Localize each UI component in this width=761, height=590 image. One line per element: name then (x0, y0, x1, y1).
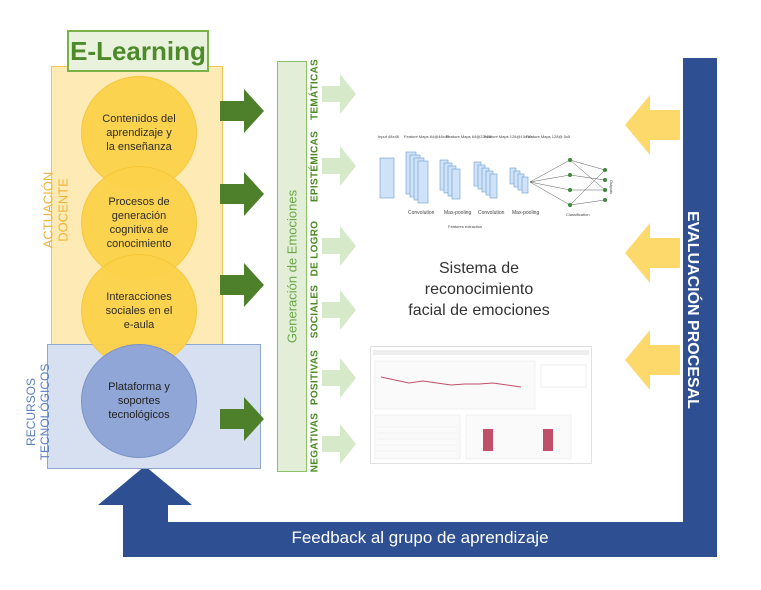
nn-top-label-2: Feature Maps 64@22x22 (446, 134, 492, 139)
green-arrow-3 (220, 263, 264, 307)
nn-bottom-label-2: Convolution (478, 210, 505, 216)
circle-contenidos: Contenidos del aprendizaje y la enseñanz… (81, 76, 197, 190)
dashboard-graphics (373, 350, 589, 460)
generacion-emociones-label: Generación de Emociones (284, 189, 300, 344)
green-arrow-2 (220, 172, 264, 216)
cnn-diagram: Input 48x48 Feature Maps 64@48x48 Featur… (378, 134, 614, 229)
emotion-arrows (322, 74, 356, 464)
light-arrow-4 (322, 290, 356, 330)
emotion-tematicas: TEMÁTICAS (309, 58, 321, 121)
feedback-label: Feedback al grupo de aprendizaje (291, 528, 549, 547)
evaluation-arrow-2 (625, 223, 680, 283)
dashboard-thumbnail (370, 346, 592, 464)
evaluacion-procesal-label: EVALUACIÓN PROCESAL (684, 211, 701, 409)
nn-outputs: Outputs (609, 180, 614, 194)
green-arrow-4 (220, 397, 264, 441)
nn-extraction: Features extraction (448, 224, 482, 229)
actuacion-docente-label: ACTUACIÓN DOCENTE (40, 171, 71, 249)
nn-top-label-0: Input 48x48 (378, 134, 400, 139)
green-arrow-1 (220, 89, 264, 133)
emotion-de-logro: DE LOGRO (309, 220, 321, 277)
nn-bottom-label-0: Convolution (408, 210, 435, 216)
sistema-reconocimiento-label: Sistema de reconocimiento facial de emoc… (408, 260, 550, 319)
nn-top-label-1: Feature Maps 64@48x48 (404, 134, 450, 139)
emotion-sociales: SOCIALES (309, 284, 321, 339)
nn-top-label-3: Feature Maps 128@10x10 (484, 134, 532, 139)
light-arrow-6 (322, 424, 356, 464)
light-arrow-3 (322, 226, 356, 266)
input-arrows (220, 89, 264, 441)
emotion-positivas: POSITIVAS (309, 349, 321, 406)
nn-classification: Classification (566, 212, 590, 217)
emotion-epistemicas: EPISTÉMICAS (309, 130, 321, 203)
evaluation-arrow-3 (625, 330, 680, 390)
cnn-architecture-figure: Input 48x48 Feature Maps 64@48x48 Featur… (370, 130, 620, 235)
light-arrow-2 (322, 146, 356, 186)
evaluation-arrow-1 (625, 95, 680, 155)
e-learning-title: E-Learning (67, 30, 209, 72)
nn-bottom-label-3: Max-pooling (512, 210, 539, 216)
emotion-negativas: NEGATIVAS (309, 412, 321, 473)
recursos-tecnologicos-label: RECURSOS TECNOLÓGICOS (24, 363, 52, 461)
nn-top-label-4: Feature Maps 128@ 5x5 (526, 134, 571, 139)
nn-bottom-label-1: Max-pooling (444, 210, 471, 216)
circle-plataforma: Plataforma y soportes tecnológicos (81, 344, 197, 458)
generacion-emociones-column (277, 61, 307, 472)
light-arrow-5 (322, 358, 356, 398)
evaluation-arrows (625, 95, 680, 390)
light-arrow-1 (322, 74, 356, 114)
